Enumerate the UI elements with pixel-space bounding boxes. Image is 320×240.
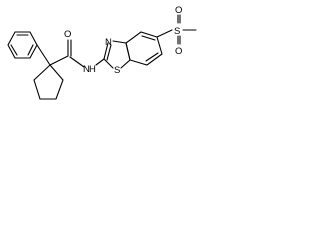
phenyl-ring bbox=[7, 31, 38, 59]
sulfonyl-group bbox=[156, 14, 197, 45]
molecule-structure: O N H N S S O O bbox=[7, 5, 197, 100]
atom-label-sulfonyl-oxygen-bottom: O bbox=[175, 46, 182, 57]
atom-label-amide-nitrogen: N bbox=[83, 64, 90, 75]
benzo-ring bbox=[125, 31, 163, 66]
atom-label-sulfonyl-oxygen-top: O bbox=[175, 5, 182, 16]
atom-label-amide-hydrogen: H bbox=[89, 64, 96, 75]
amide-group bbox=[49, 39, 105, 68]
atom-label-thiazole-sulfur: S bbox=[114, 65, 120, 76]
atom-label-sulfonyl-sulfur: S bbox=[174, 26, 180, 37]
atom-label-amide-oxygen: O bbox=[64, 29, 71, 40]
bond-phenyl-quaternary bbox=[36, 44, 51, 66]
cyclopentane-ring bbox=[33, 64, 64, 100]
atom-label-thiazole-nitrogen: N bbox=[105, 37, 112, 48]
